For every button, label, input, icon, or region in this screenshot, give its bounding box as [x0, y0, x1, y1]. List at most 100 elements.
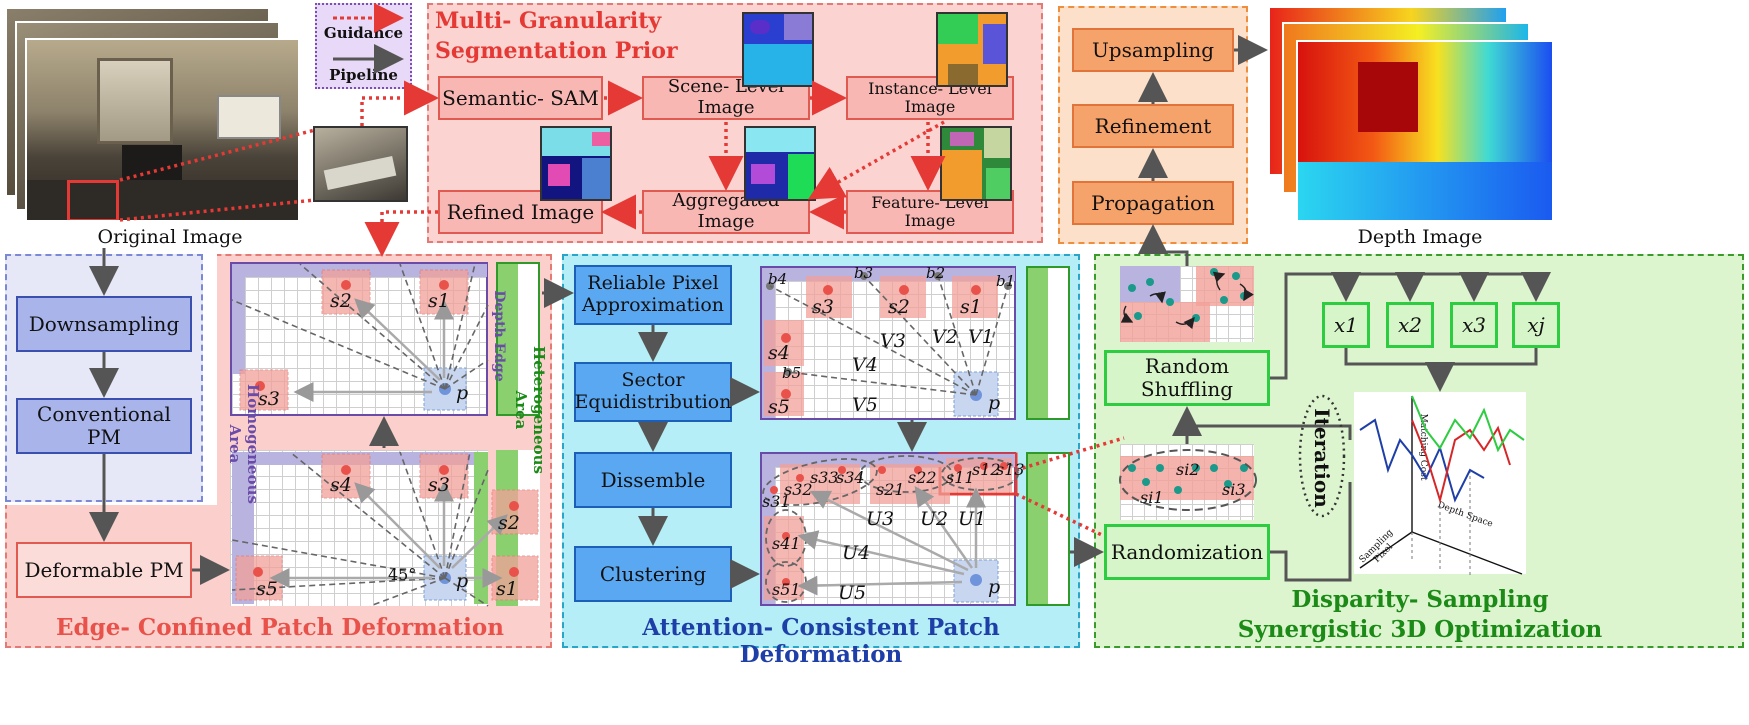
xj-label: xj [1527, 312, 1545, 337]
edge-angle-label: 45° [388, 565, 417, 584]
att-top-s2-label: s2 [888, 296, 910, 318]
x-merge-bus [1344, 348, 1538, 366]
att-s22-label: s22 [908, 468, 937, 487]
shuffling-to-x-bus [1270, 272, 1536, 380]
x2-label: x2 [1397, 312, 1422, 337]
randomization-node: Randomization [1104, 524, 1270, 580]
edge-top-s3-label: s3 [258, 388, 280, 410]
instance-to-aggregated-arrow [807, 120, 945, 200]
att-v5-label: V5 [852, 394, 878, 416]
attention-top-green-strip [1026, 266, 1070, 420]
x1-node: x1 [1322, 302, 1370, 348]
disparity-title-line2: Synergistic 3D Optimization [1237, 616, 1603, 643]
instance-seg-thumb [936, 12, 1008, 87]
conventional-pm-node: Conventional PM [16, 398, 192, 454]
att-v2-label: V2 [932, 326, 958, 348]
att-top-sample-s3 [806, 276, 852, 318]
att-u3-label: U3 [866, 508, 895, 530]
edge-bottom-s1-label: s1 [496, 578, 518, 600]
att-top-s3-label: s3 [812, 296, 834, 318]
shuffle-grid-content [1120, 266, 1254, 342]
upsampling-node: Upsampling [1072, 28, 1234, 72]
edge-heterogeneous-text: Heterogeneous Area [512, 346, 548, 474]
dis-si2-label: si2 [1176, 460, 1200, 479]
cropped-patch-image [313, 126, 408, 202]
att-u5-label: U5 [838, 582, 867, 604]
shuffling-to-propagation-arrow [1138, 224, 1189, 266]
random-shuffling-node: Random Shuffling [1104, 350, 1270, 406]
edge-bottom-sample-s1 [491, 555, 539, 601]
original-image-label: Original Image [97, 226, 243, 248]
att-top-s1-label: s1 [960, 296, 982, 318]
zoom-top-line [1015, 436, 1125, 472]
scene-seg-thumb [742, 12, 814, 87]
x3-label: x3 [1461, 312, 1486, 337]
plot-line-blue [1359, 418, 1485, 503]
att-bottom-p-label: p [988, 576, 1001, 598]
att-b1-label: b1 [996, 272, 1016, 290]
attention-title: Attention- Consistent Patch Deformation [642, 614, 1000, 668]
edge-depth-edge-text: Depth Edge [491, 290, 507, 382]
randomization-to-plot-line [1270, 482, 1352, 582]
semantic-sam-node: Semantic- SAM [438, 76, 603, 120]
feature-seg-thumb [940, 126, 1012, 201]
attention-bottom-green-strip [1026, 452, 1070, 606]
depth-image [1296, 40, 1554, 222]
att-b3-label: b3 [854, 264, 874, 282]
edge-top-green-strip [496, 262, 540, 416]
edge-bottom-s3-label: s3 [428, 474, 450, 496]
edge-bottom-s2-label: s2 [498, 512, 520, 534]
att-v1-label: V1 [968, 326, 994, 348]
disparity-title-line1: Disparity- Sampling [1291, 586, 1549, 613]
edge-top-content [231, 263, 489, 411]
original-image [25, 38, 300, 222]
crop-highlight-box [67, 180, 119, 220]
depth-image-label: Depth Image [1357, 226, 1483, 248]
propagation-node: Propagation [1072, 181, 1234, 225]
zoom-bottom-line [1015, 492, 1105, 538]
segmentation-title-line2: Segmentation Prior [435, 38, 678, 64]
att-top-sample-s2 [880, 276, 926, 318]
att-u4-label: U4 [842, 542, 871, 564]
edge-bottom-s4-label: s4 [330, 474, 352, 496]
xj-node: xj [1512, 302, 1560, 348]
att-u2-label: U2 [920, 508, 949, 530]
dis-si1-label: si1 [1140, 488, 1164, 507]
x1-label: x1 [1333, 312, 1358, 337]
edge-bottom-p-label: p [456, 570, 469, 592]
reliable-pixel-node: Reliable Pixel Approximation [574, 265, 732, 325]
refinement-node: Refinement [1072, 104, 1234, 148]
edge-bottom-s5-label: s5 [256, 578, 278, 600]
edge-top-p-label: p [456, 382, 469, 404]
refined-to-edge-arrow [364, 210, 438, 257]
aggregated-seg-thumb [744, 126, 816, 201]
plot-line-green [1411, 395, 1525, 453]
x2-node: x2 [1386, 302, 1434, 348]
plot-line-red [1411, 419, 1511, 504]
refined-seg-thumb [540, 126, 612, 201]
att-s12-label: s12 [972, 460, 1001, 479]
att-v3-label: V3 [880, 330, 906, 352]
att-s41-label: s41 [772, 534, 801, 553]
edge-bottom-content [231, 451, 539, 607]
att-s51-label: s51 [772, 580, 801, 599]
att-s11-label: s11 [946, 468, 975, 487]
att-s33-label: s33 [810, 468, 839, 487]
loop-back-to-shuffling [1187, 424, 1352, 440]
x3-node: x3 [1450, 302, 1498, 348]
edge-top-s2-label: s2 [330, 290, 352, 312]
segmentation-title-line1: Multi- Granularity [435, 8, 662, 34]
attention-top-content [762, 268, 1015, 418]
att-top-sample-s1 [952, 276, 998, 318]
attention-bottom-content [762, 454, 1019, 604]
att-s31-label: s31 [762, 492, 791, 511]
patch-to-sam-arrow [360, 80, 439, 126]
dis-si3-label: si3 [1222, 480, 1246, 499]
att-s34-label: s34 [836, 468, 865, 487]
att-s21-label: s21 [876, 480, 905, 499]
crop-to-patch-line [119, 128, 316, 182]
att-b5-label: b5 [782, 364, 802, 382]
att-top-p-label: p [988, 392, 1001, 414]
att-top-sample-s4 [764, 320, 804, 366]
